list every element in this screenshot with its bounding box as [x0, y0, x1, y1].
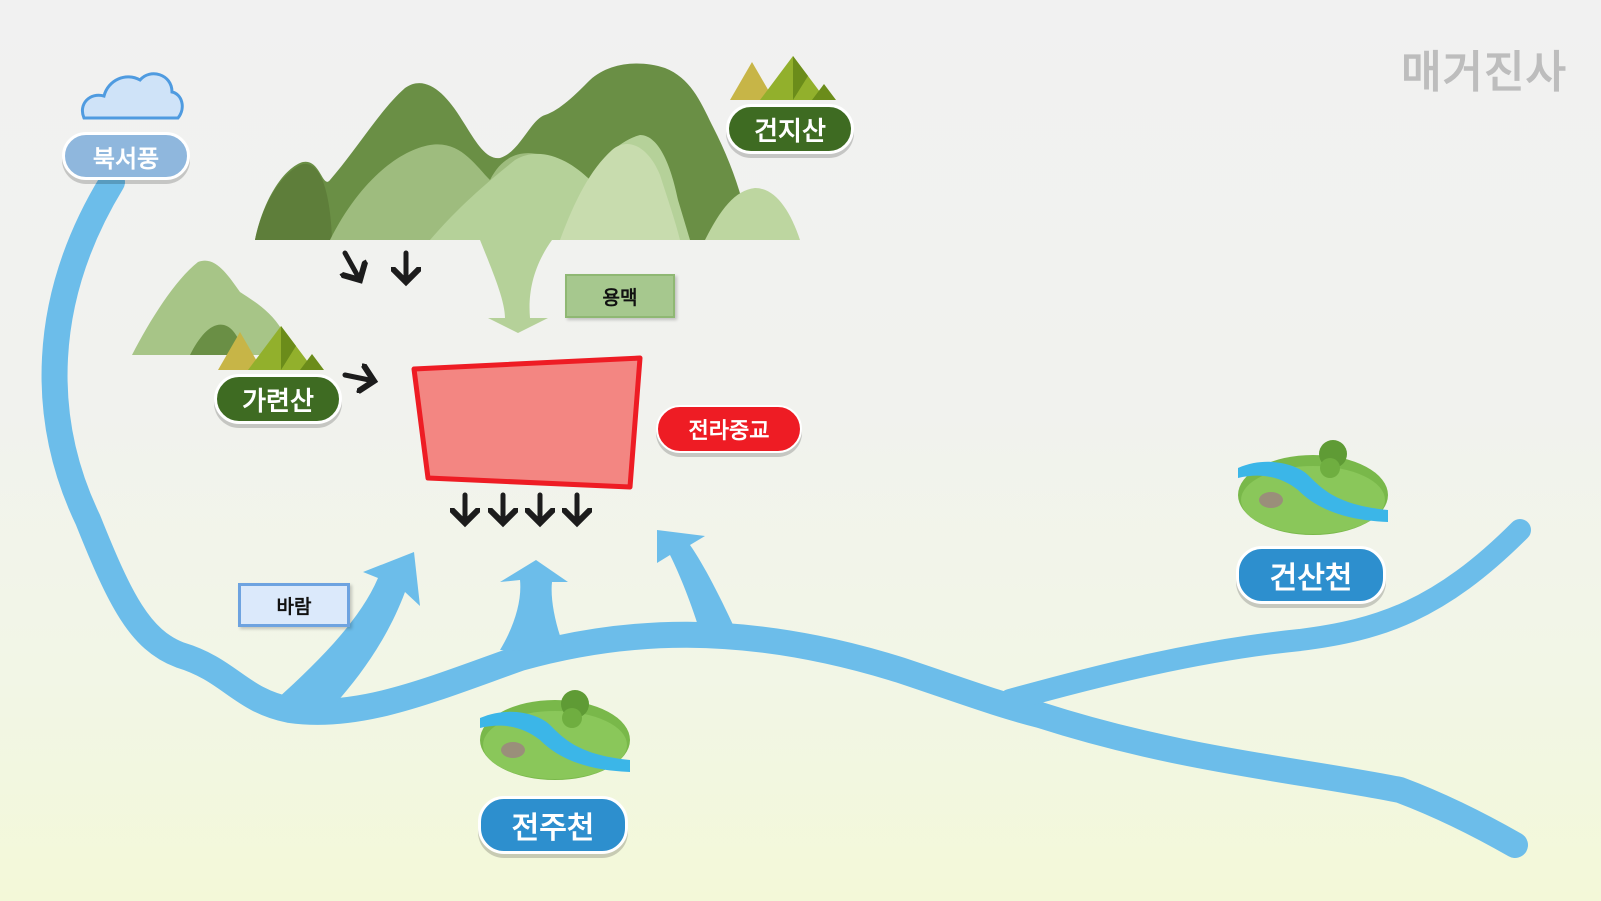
dragon-vein-arrow [480, 240, 552, 333]
black-arrows [342, 250, 577, 523]
wind-arrow-right [657, 530, 740, 640]
river-system [41, 169, 1531, 858]
geonji-mountain-icon [730, 56, 836, 100]
geonsan-stream-icon [1238, 440, 1388, 535]
jeonju-stream-icon [480, 690, 630, 780]
wind-label: 바람 [238, 583, 350, 627]
arrow-diag-1 [345, 250, 360, 280]
mountain-light-ridge [560, 144, 680, 240]
river-branch-upper [999, 519, 1531, 711]
cloud-icon [81, 72, 184, 120]
northwest-wind-label: 북서풍 [62, 132, 190, 180]
mountain-light-right [705, 188, 800, 240]
wind-arrow-center [500, 560, 568, 652]
wind-arrow-left-outer [276, 552, 420, 703]
wind-arrows [276, 530, 740, 703]
garyeon-hill [132, 260, 292, 355]
geonji-mountain-range [255, 63, 800, 333]
jeonju-stream-label: 전주천 [478, 796, 628, 854]
school-site-label: 전라중교 [656, 405, 802, 453]
dragon-vein-label: 용맥 [565, 274, 675, 318]
arrow-right-1 [342, 375, 374, 381]
geonsan-stream-label: 건산천 [1236, 546, 1386, 604]
main-river-channel [41, 169, 1528, 858]
garyeon-mountain-icon [218, 326, 324, 370]
geonji-mountain-label: 건지산 [726, 104, 854, 154]
watermark-logo: 매거진사 [1401, 47, 1567, 98]
mountain-dark-left [255, 163, 332, 240]
school-site-polygon [411, 355, 643, 490]
garyeon-mountain-label: 가련산 [214, 374, 342, 424]
